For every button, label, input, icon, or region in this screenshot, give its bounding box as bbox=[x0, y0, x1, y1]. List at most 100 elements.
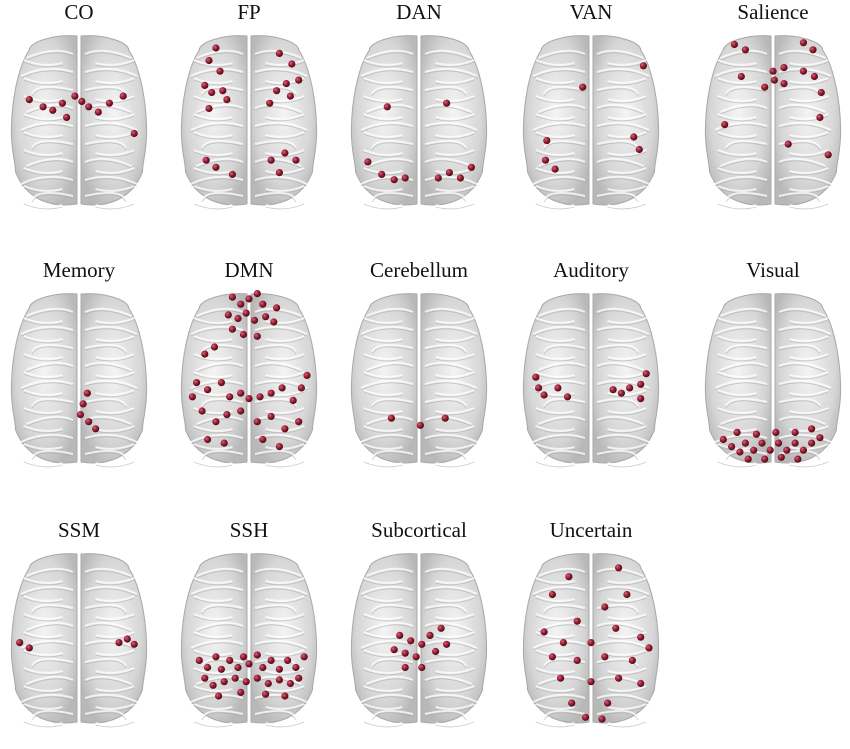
gyrus-line bbox=[717, 407, 757, 414]
network-node bbox=[437, 624, 445, 632]
panel-title: Visual bbox=[746, 258, 800, 282]
sulcus-line bbox=[717, 337, 757, 344]
gyrus-line bbox=[190, 379, 244, 389]
sulcus-line bbox=[424, 70, 478, 79]
network-node bbox=[220, 439, 228, 447]
sulcus-line bbox=[254, 178, 308, 187]
gyrus-line bbox=[424, 639, 478, 649]
gyrus-line bbox=[254, 67, 308, 77]
sulcus-line bbox=[23, 651, 63, 658]
gyrus-line bbox=[190, 121, 244, 131]
gyrus-line bbox=[20, 121, 74, 131]
network-node bbox=[292, 156, 300, 164]
sulcus-line bbox=[26, 160, 74, 169]
network-node bbox=[234, 663, 242, 672]
sulcus-line bbox=[535, 115, 575, 122]
gyrus-line bbox=[95, 95, 135, 102]
gyrus-line bbox=[435, 131, 475, 138]
network-node bbox=[205, 56, 213, 65]
gyrus-line bbox=[778, 49, 826, 59]
gyrus-line bbox=[23, 613, 63, 620]
gyrus-line bbox=[778, 379, 832, 389]
sulcus-line bbox=[435, 427, 475, 434]
sulcus-line bbox=[363, 597, 403, 604]
sulcus-line bbox=[714, 382, 768, 391]
gyrus-line bbox=[265, 335, 305, 342]
gyrus-line bbox=[717, 59, 757, 66]
left-hemisphere bbox=[704, 35, 772, 206]
sulcus-line bbox=[371, 660, 414, 669]
sulcus-line bbox=[789, 79, 829, 86]
gyrus-line bbox=[725, 397, 768, 407]
gyrus-line bbox=[607, 407, 647, 414]
network-node bbox=[259, 300, 267, 308]
sulcus-line bbox=[265, 633, 305, 640]
sulcus-line bbox=[778, 346, 821, 355]
sulcus-line bbox=[196, 52, 244, 61]
gyrus-line bbox=[717, 201, 757, 208]
sulcus-line bbox=[371, 194, 414, 203]
sulcus-line bbox=[535, 427, 575, 434]
gyrus-line bbox=[196, 361, 244, 371]
gyrus-line bbox=[95, 459, 135, 466]
gyrus-line bbox=[363, 353, 403, 360]
sulcus-line bbox=[538, 52, 586, 61]
network-node bbox=[761, 455, 769, 463]
gyrus-line bbox=[778, 343, 821, 353]
network-node bbox=[210, 343, 219, 351]
gyrus-line bbox=[95, 167, 135, 174]
sulcus-line bbox=[360, 178, 414, 187]
gyrus-line bbox=[435, 443, 475, 450]
sulcus-line bbox=[31, 88, 74, 97]
sulcus-line bbox=[371, 142, 414, 151]
sulcus-line bbox=[193, 669, 233, 676]
network-node bbox=[543, 137, 551, 145]
right-hemisphere bbox=[420, 293, 488, 464]
right-hemisphere bbox=[774, 293, 842, 464]
network-node bbox=[275, 443, 283, 451]
gyrus-line bbox=[193, 77, 233, 84]
gyrus-line bbox=[265, 371, 305, 378]
left-hemisphere bbox=[350, 293, 418, 464]
network-node bbox=[245, 295, 253, 303]
network-node bbox=[295, 674, 303, 682]
gyrus-line bbox=[789, 353, 829, 360]
network-node bbox=[445, 169, 453, 177]
gyrus-line bbox=[254, 397, 297, 407]
sulcus-line bbox=[717, 133, 757, 140]
gyrus-line bbox=[543, 191, 586, 201]
gyrus-line bbox=[23, 371, 63, 378]
network-node bbox=[581, 713, 590, 721]
gyrus-line bbox=[20, 379, 74, 389]
sulcus-line bbox=[193, 721, 233, 728]
sulcus-line bbox=[254, 106, 302, 115]
gyrus-line bbox=[31, 709, 74, 719]
gyrus-line bbox=[789, 167, 829, 174]
gyrus-line bbox=[596, 361, 644, 371]
sulcus-line bbox=[725, 194, 768, 203]
network-node bbox=[774, 439, 783, 447]
sulcus-line bbox=[543, 452, 586, 461]
gyrus-line bbox=[535, 667, 575, 674]
sulcus-line bbox=[23, 669, 63, 676]
sulcus-line bbox=[435, 337, 475, 344]
sulcus-line bbox=[84, 588, 138, 597]
network-node bbox=[432, 647, 440, 656]
network-node bbox=[253, 651, 261, 659]
sulcus-line bbox=[596, 70, 650, 79]
gyrus-line bbox=[535, 131, 575, 138]
sulcus-line bbox=[607, 391, 647, 398]
network-node bbox=[559, 639, 567, 647]
gyrus-line bbox=[535, 185, 575, 192]
gyrus-line bbox=[596, 693, 650, 703]
sulcus-line bbox=[435, 597, 475, 604]
brain-panel-auditory: Auditory bbox=[520, 258, 662, 472]
gyrus-line bbox=[535, 443, 575, 450]
sulcus-line bbox=[778, 106, 826, 115]
sulcus-line bbox=[424, 382, 478, 391]
gyrus-line bbox=[265, 201, 305, 208]
brain-image bbox=[10, 293, 148, 468]
network-node bbox=[275, 676, 283, 684]
gyrus-line bbox=[424, 191, 467, 201]
gyrus-line bbox=[538, 157, 586, 167]
